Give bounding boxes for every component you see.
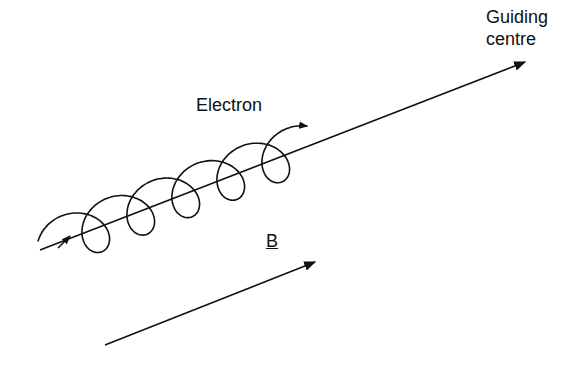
particle-label: Electron <box>196 94 262 116</box>
field-arrow <box>105 262 315 345</box>
guiding-centre-line <box>40 62 525 250</box>
orbit-arrow <box>58 236 70 248</box>
guiding-centre-label: Guiding centre <box>486 6 570 50</box>
electron-orbit <box>38 126 307 253</box>
field-label: B <box>266 230 278 252</box>
